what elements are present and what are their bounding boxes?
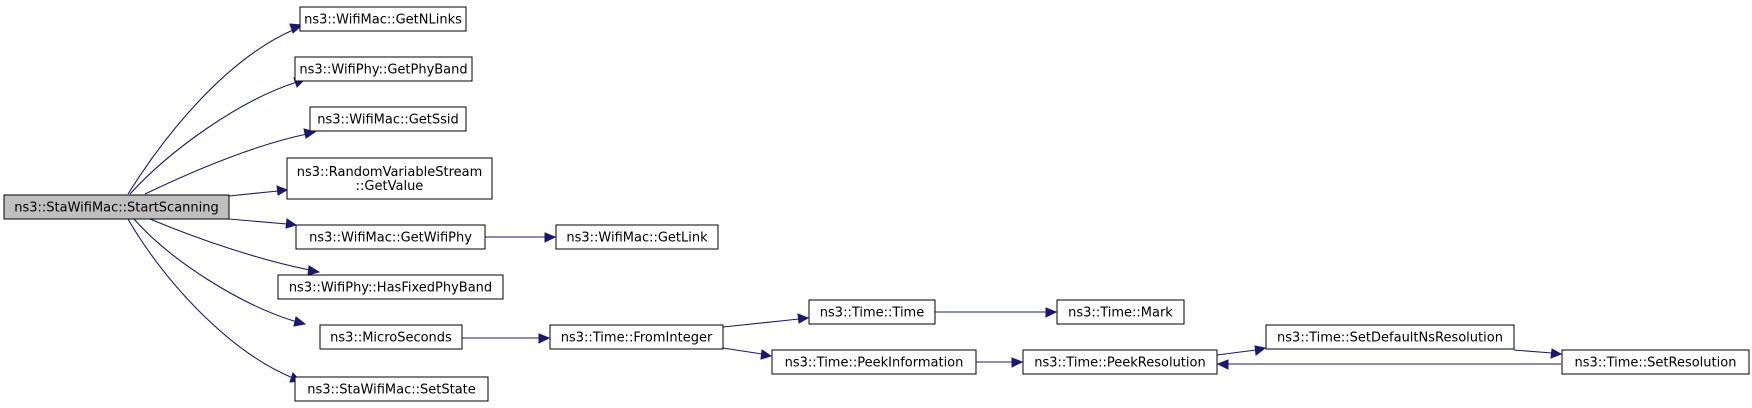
node-label-has-fixed-phy-band: ns3::WifiPhy::HasFixedPhyBand bbox=[289, 281, 492, 296]
node-label-line: ns3::WifiMac::GetSsid bbox=[317, 113, 459, 128]
node-label-line: ns3::WifiPhy::GetPhyBand bbox=[299, 63, 467, 78]
arrowhead-get-n-links bbox=[289, 23, 304, 34]
node-label-get-link: ns3::WifiMac::GetLink bbox=[566, 231, 708, 246]
node-label-line: ns3::WifiMac::GetWifiPhy bbox=[309, 231, 472, 246]
node-label-line: ns3::Time::PeekResolution bbox=[1034, 356, 1205, 371]
edge-set-default-ns-resolution-to-set-resolution bbox=[1513, 349, 1553, 354]
node-label-line: ns3::WifiPhy::HasFixedPhyBand bbox=[289, 281, 492, 296]
arrowhead-peek-resolution-from-set-resolution bbox=[1216, 359, 1229, 370]
node-label-set-default-ns-resolution: ns3::Time::SetDefaultNsResolution bbox=[1277, 331, 1503, 346]
edge-start-scanning-to-set-state bbox=[127, 218, 294, 379]
node-label-line: ns3::Time::SetDefaultNsResolution bbox=[1277, 331, 1503, 346]
edge-start-scanning-to-get-value bbox=[228, 190, 279, 197]
node-label-line: ns3::StaWifiMac::StartScanning bbox=[14, 201, 219, 216]
node-label-get-phy-band: ns3::WifiPhy::GetPhyBand bbox=[299, 63, 467, 78]
node-label-get-ssid: ns3::WifiMac::GetSsid bbox=[317, 113, 459, 128]
node-label-from-integer: ns3::Time::FromInteger bbox=[561, 331, 713, 346]
node-get-n-links[interactable]: ns3::WifiMac::GetNLinks bbox=[299, 6, 467, 32]
node-label-peek-information: ns3::Time::PeekInformation bbox=[785, 356, 964, 371]
edge-start-scanning-to-get-phy-band bbox=[129, 81, 298, 195]
node-peek-resolution[interactable]: ns3::Time::PeekResolution bbox=[1022, 349, 1218, 375]
edge-start-scanning-to-get-n-links bbox=[127, 29, 294, 195]
node-label-peek-resolution: ns3::Time::PeekResolution bbox=[1034, 356, 1205, 371]
node-label-start-scanning: ns3::StaWifiMac::StartScanning bbox=[14, 201, 219, 216]
node-label-set-state: ns3::StaWifiMac::SetState bbox=[307, 383, 476, 398]
node-get-wifi-phy[interactable]: ns3::WifiMac::GetWifiPhy bbox=[295, 224, 486, 250]
node-set-resolution[interactable]: ns3::Time::SetResolution bbox=[1561, 349, 1750, 375]
node-label-line: ns3::WifiMac::GetLink bbox=[566, 231, 708, 246]
arrowhead-set-default-ns-resolution bbox=[1254, 345, 1267, 356]
nodes-layer: ns3::StaWifiMac::StartScanning ns3::Wifi… bbox=[3, 6, 1750, 402]
node-get-ssid[interactable]: ns3::WifiMac::GetSsid bbox=[309, 106, 467, 132]
node-start-scanning[interactable]: ns3::StaWifiMac::StartScanning bbox=[3, 194, 230, 220]
arrowhead-get-value bbox=[276, 185, 289, 196]
node-get-value[interactable]: ns3::RandomVariableStream::GetValue bbox=[286, 157, 493, 200]
arrowhead-get-wifi-phy bbox=[285, 218, 298, 229]
node-label-line: ns3::Time::Mark bbox=[1068, 306, 1173, 321]
arrowhead-micro-seconds bbox=[293, 316, 307, 327]
arrowhead-has-fixed-phy-band bbox=[307, 265, 321, 276]
edge-start-scanning-to-get-wifi-phy bbox=[228, 218, 288, 225]
node-from-integer[interactable]: ns3::Time::FromInteger bbox=[549, 324, 724, 350]
node-label-line: ns3::Time::Time bbox=[820, 306, 924, 321]
node-label-line: ns3::WifiMac::GetNLinks bbox=[304, 13, 462, 28]
node-peek-information[interactable]: ns3::Time::PeekInformation bbox=[771, 349, 977, 375]
arrowhead-time-ctor bbox=[797, 313, 810, 324]
arrowhead-set-resolution bbox=[1550, 348, 1563, 359]
node-get-phy-band[interactable]: ns3::WifiPhy::GetPhyBand bbox=[294, 56, 473, 82]
edge-start-scanning-to-micro-seconds bbox=[133, 218, 298, 323]
node-label-get-value: ns3::RandomVariableStream::GetValue bbox=[297, 165, 483, 194]
node-label-micro-seconds: ns3::MicroSeconds bbox=[330, 331, 452, 346]
node-label-line: ns3::Time::SetResolution bbox=[1575, 356, 1737, 371]
node-has-fixed-phy-band[interactable]: ns3::WifiPhy::HasFixedPhyBand bbox=[277, 274, 504, 300]
arrowhead-time-mark bbox=[1045, 307, 1058, 318]
arrowhead-peek-resolution-from-info bbox=[1011, 357, 1024, 368]
node-get-link[interactable]: ns3::WifiMac::GetLink bbox=[555, 224, 719, 250]
node-label-line: ns3::Time::FromInteger bbox=[561, 331, 713, 346]
edge-peek-resolution-to-set-default-ns-resolution bbox=[1216, 349, 1257, 356]
edge-from-integer-to-peek-information bbox=[722, 347, 763, 355]
node-label-line: ns3::StaWifiMac::SetState bbox=[307, 383, 476, 398]
node-label-get-wifi-phy: ns3::WifiMac::GetWifiPhy bbox=[309, 231, 472, 246]
node-label-line: ::GetValue bbox=[356, 179, 424, 194]
edge-start-scanning-to-get-ssid bbox=[144, 133, 308, 195]
node-label-line: ns3::RandomVariableStream bbox=[297, 165, 483, 180]
arrowhead-peek-information bbox=[760, 349, 773, 360]
node-time-ctor[interactable]: ns3::Time::Time bbox=[808, 299, 936, 325]
node-time-mark[interactable]: ns3::Time::Mark bbox=[1056, 299, 1185, 325]
node-label-line: ns3::Time::PeekInformation bbox=[785, 356, 964, 371]
arrowhead-get-link bbox=[544, 232, 557, 243]
node-set-state[interactable]: ns3::StaWifiMac::SetState bbox=[294, 376, 489, 402]
node-label-time-mark: ns3::Time::Mark bbox=[1068, 306, 1173, 321]
node-label-set-resolution: ns3::Time::SetResolution bbox=[1575, 356, 1737, 371]
node-label-line: ns3::MicroSeconds bbox=[330, 331, 452, 346]
node-set-default-ns-resolution[interactable]: ns3::Time::SetDefaultNsResolution bbox=[1265, 324, 1515, 350]
edge-from-integer-to-time-ctor bbox=[722, 318, 800, 328]
node-micro-seconds[interactable]: ns3::MicroSeconds bbox=[319, 324, 463, 350]
edge-start-scanning-to-has-fixed-phy-band bbox=[149, 218, 311, 271]
arrowhead-from-integer bbox=[538, 333, 551, 344]
node-label-time-ctor: ns3::Time::Time bbox=[820, 306, 924, 321]
node-label-get-n-links: ns3::WifiMac::GetNLinks bbox=[304, 13, 462, 28]
